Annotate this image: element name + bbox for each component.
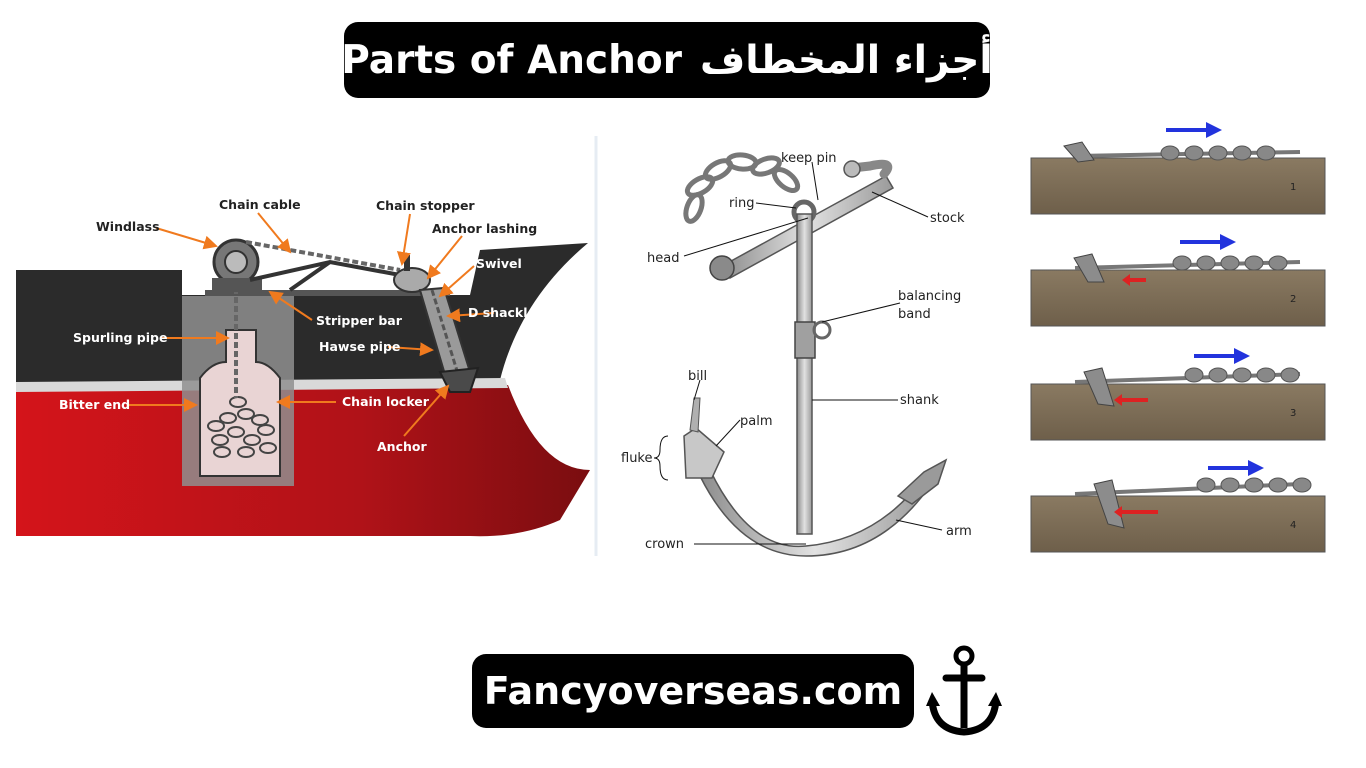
chain-link	[1256, 367, 1276, 383]
title-banner: Parts of Anchor أجزاء المخطاف	[341, 22, 993, 98]
label-keep-pin: keep pin	[781, 151, 837, 166]
label-windlass: Windlass	[96, 219, 160, 234]
chain-link	[1208, 145, 1228, 161]
label-palm: palm	[740, 414, 773, 429]
stage-panel-3: 3	[1030, 348, 1326, 441]
label-stock: stock	[930, 211, 965, 226]
seabed	[1030, 383, 1326, 441]
anchor-parts-diagram: keep pin ring stock head balancing band …	[621, 151, 972, 557]
label-chain-locker: Chain locker	[342, 394, 430, 409]
label-band: band	[898, 307, 931, 322]
label-balancing: balancing	[898, 289, 961, 304]
seabed	[1030, 269, 1326, 327]
label-arm: arm	[946, 524, 972, 539]
resistance-arrow	[1114, 506, 1158, 518]
footer-site-text: Fancyoverseas.com	[483, 669, 903, 713]
chain-link	[1184, 367, 1204, 383]
label-bitter-end: Bitter end	[59, 397, 130, 412]
chain-link	[1244, 255, 1264, 271]
stage-anchor	[1093, 479, 1125, 529]
label-crown: crown	[645, 537, 684, 552]
fluke-left	[683, 427, 725, 479]
resistance-arrow	[1114, 394, 1148, 406]
ship-diagram: Windlass Chain cable Chain stopper Ancho…	[16, 197, 590, 537]
chain-link	[1184, 145, 1204, 161]
stage-anchor	[1073, 253, 1105, 283]
stage-anchor	[1063, 141, 1095, 163]
title-arabic: أجزاء المخطاف	[699, 37, 993, 83]
stage-anchor	[1083, 367, 1115, 407]
resistance-arrow	[1122, 274, 1146, 286]
chain-link	[1268, 255, 1288, 271]
setting-stages: 1 2 3 4	[1030, 122, 1326, 553]
footer-site-banner: Fancyoverseas.com	[472, 654, 914, 728]
chain-link	[1244, 477, 1264, 493]
label-ring: ring	[729, 196, 754, 211]
chain-link	[1280, 367, 1300, 383]
label-anchor-lashing: Anchor lashing	[432, 221, 537, 236]
label-bill: bill	[688, 369, 707, 384]
stage-number: 4	[1290, 520, 1296, 531]
pull-arrow	[1194, 348, 1250, 364]
seabed	[1030, 495, 1326, 553]
title-english: Parts of Anchor	[341, 37, 682, 83]
fluke-right	[896, 458, 948, 505]
chain-link	[1256, 145, 1276, 161]
chain-link	[1292, 477, 1312, 493]
label-head: head	[647, 251, 679, 266]
label-d-shackle: D shackle	[468, 305, 536, 320]
label-spurling-pipe: Spurling pipe	[73, 330, 167, 345]
label-chain-cable: Chain cable	[219, 197, 301, 212]
stage-panel-1: 1	[1030, 122, 1326, 215]
chain-link	[1232, 145, 1252, 161]
chain-link	[1220, 477, 1240, 493]
pull-arrow	[1208, 460, 1264, 476]
seabed	[1030, 157, 1326, 215]
chain-link	[1232, 367, 1252, 383]
chain-link	[1196, 477, 1216, 493]
pull-arrow	[1166, 122, 1222, 138]
label-anchor: Anchor	[377, 439, 427, 454]
chain-link	[1208, 367, 1228, 383]
chain-link	[1268, 477, 1288, 493]
label-shank: shank	[900, 393, 939, 408]
stage-number: 1	[1290, 182, 1296, 193]
chain-link	[1196, 255, 1216, 271]
stage-number: 3	[1290, 408, 1296, 419]
stage-panel-4: 4	[1030, 460, 1326, 553]
label-chain-stopper: Chain stopper	[376, 198, 475, 213]
label-hawse-pipe: Hawse pipe	[319, 339, 400, 354]
stage-panel-2: 2	[1030, 234, 1326, 327]
chain-link	[1220, 255, 1240, 271]
shank	[796, 213, 813, 535]
anchor-icon	[926, 645, 1002, 736]
arms	[699, 468, 932, 557]
label-swivel: Swivel	[476, 256, 522, 271]
pull-arrow	[1180, 234, 1236, 250]
label-fluke: fluke	[621, 451, 653, 466]
label-stripper-bar: Stripper bar	[316, 313, 403, 328]
stage-number: 2	[1290, 294, 1296, 305]
chain-link	[1172, 255, 1192, 271]
hull-red	[16, 385, 590, 537]
chain-link	[1160, 145, 1180, 161]
